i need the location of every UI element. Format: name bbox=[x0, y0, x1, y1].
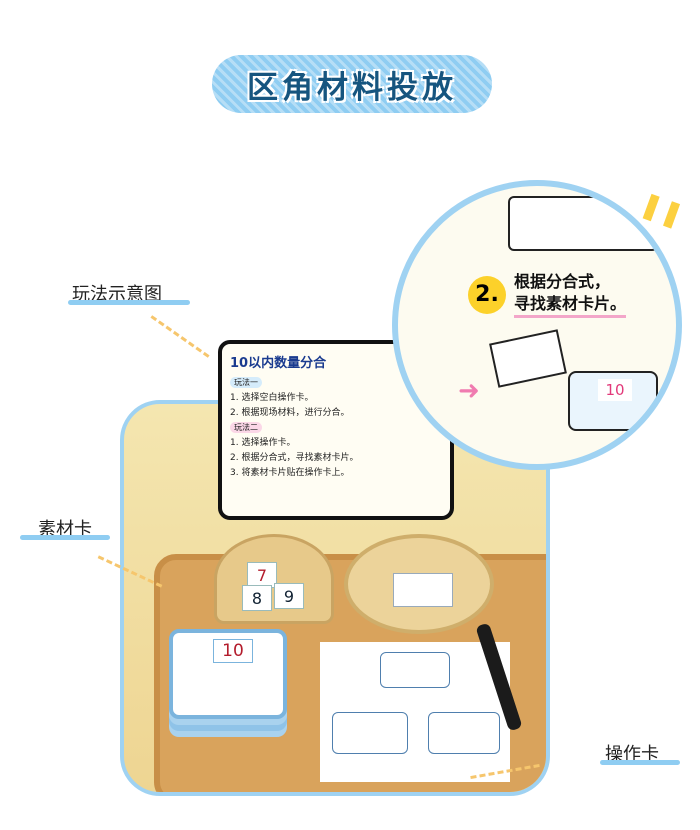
poster-step: 2. 根据分合式，寻找素材卡片。 bbox=[230, 453, 359, 463]
poster-step: 1. 选择空白操作卡。 bbox=[230, 393, 314, 403]
zoom-operation-card: 10 bbox=[568, 371, 658, 431]
label-underline bbox=[20, 535, 110, 540]
product-photo: 7 8 9 10 bbox=[120, 400, 550, 796]
number-card: 7 bbox=[247, 562, 277, 588]
label-diagram: 玩法示意图 bbox=[72, 284, 162, 305]
label-underline bbox=[600, 760, 680, 765]
pink-arrow-icon: ➜ bbox=[458, 376, 480, 406]
step-number-badge: 2. bbox=[468, 275, 506, 314]
number-card: 8 bbox=[242, 585, 272, 611]
sheet-right-box bbox=[428, 712, 500, 754]
zoom-step: 2. 根据分合式， 寻找素材卡片。 bbox=[468, 271, 627, 318]
blank-operation-sheet bbox=[320, 642, 510, 782]
poster-step: 3. 将素材卡片贴在操作卡上。 bbox=[230, 468, 350, 478]
sheet-top-box bbox=[380, 652, 450, 688]
poster-step: 1. 选择操作卡。 bbox=[230, 438, 296, 448]
zoom-card-top bbox=[508, 196, 658, 251]
basket-material-cards bbox=[344, 534, 494, 634]
label-material-cards: 素材卡 bbox=[38, 519, 92, 540]
zoom-text-line1: 根据分合式， bbox=[514, 272, 611, 291]
label-underline bbox=[68, 300, 190, 305]
operation-card-stack: 10 bbox=[169, 629, 287, 719]
poster-title: 10以内数量分合 bbox=[230, 356, 327, 371]
material-card-pile bbox=[393, 573, 453, 607]
arrow-to-poster bbox=[150, 315, 210, 358]
page-title: 区角材料投放 bbox=[247, 69, 457, 106]
label-operation-cards: 操作卡 bbox=[605, 744, 659, 765]
number-card: 9 bbox=[274, 583, 304, 609]
zoom-text-line2: 寻找素材卡片。 bbox=[514, 293, 627, 318]
poster-mode-2: 玩法二 bbox=[230, 422, 262, 433]
title-banner bbox=[212, 55, 492, 113]
zoom-card-number: 10 bbox=[598, 379, 632, 401]
poster-step: 2. 根据现场材料，进行分合。 bbox=[230, 408, 350, 418]
poster-mode-1: 玩法一 bbox=[230, 377, 262, 388]
basket-number-cards: 7 8 9 bbox=[214, 534, 334, 624]
zoom-callout: 2. 根据分合式， 寻找素材卡片。 ➜ 10 bbox=[392, 180, 682, 470]
sheet-left-box bbox=[332, 712, 408, 754]
material-cards-fan bbox=[489, 329, 567, 388]
operation-card-number: 10 bbox=[213, 639, 253, 663]
